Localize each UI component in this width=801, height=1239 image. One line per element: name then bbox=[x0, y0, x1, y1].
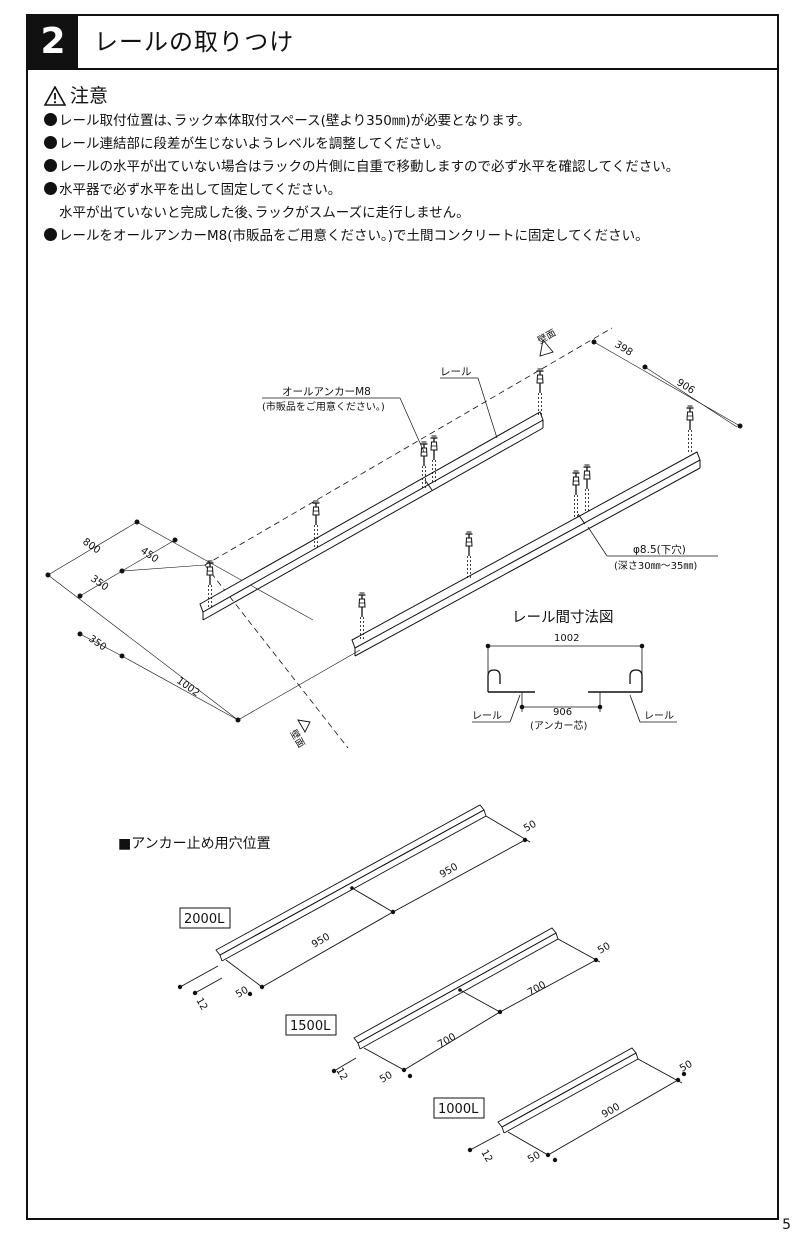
dim-label: 350 bbox=[88, 573, 110, 593]
dim-label: 50 bbox=[526, 1150, 543, 1166]
dim-label: 906 bbox=[553, 707, 572, 718]
step-title: レールの取りつけ bbox=[94, 28, 295, 56]
dim-label: 12 bbox=[333, 1066, 349, 1083]
caution-note: レール取付位置は､ラック本体取付スペース(壁より350㎜)が必要となります。 bbox=[44, 110, 774, 133]
anchor-hole-title: ■アンカー止め用穴位置 bbox=[118, 836, 271, 852]
anchor-bolt-icon bbox=[582, 464, 592, 514]
wall-line bbox=[204, 564, 349, 749]
layout-diagram bbox=[47, 327, 741, 749]
dim-label: 12 bbox=[478, 1148, 494, 1165]
caution-note-continuation: 水平が出ていないと完成した後､ラックがスムーズに走行しません。 bbox=[59, 205, 470, 221]
dim-label: 398 bbox=[612, 339, 634, 358]
bullet-icon bbox=[44, 159, 57, 172]
anchor-bolt-icon bbox=[571, 470, 581, 520]
dim-label: 450 bbox=[138, 545, 160, 565]
dim-note: (アンカー芯) bbox=[530, 719, 588, 732]
rail-1500L: 1500L 700 700 50 50 bbox=[285, 927, 613, 1086]
rail-length-label: 1500L bbox=[290, 1019, 331, 1034]
rail-length-label: 1000L bbox=[438, 1102, 479, 1117]
dim-label: 50 bbox=[678, 1059, 695, 1075]
dim-label: 950 bbox=[310, 932, 332, 951]
anchor-bolt-icon bbox=[464, 531, 474, 581]
caution-note: 水平器で必ず水平を出して固定してください。 bbox=[44, 179, 774, 202]
dim-label: 906 bbox=[674, 377, 696, 396]
step-number: 2 bbox=[28, 16, 78, 68]
step-header: 2 レールの取りつけ bbox=[28, 16, 777, 70]
dim-label: 1002 bbox=[554, 633, 579, 644]
caution-note: レール連結部に段差が生じないようレベルを調整してください。 bbox=[44, 133, 774, 156]
hole-depth-label: (深さ30㎜～35㎜) bbox=[614, 560, 697, 572]
hole-label: φ8.5(下穴) bbox=[633, 543, 686, 556]
rail-label: レール bbox=[440, 366, 472, 378]
bullet-icon bbox=[44, 113, 57, 126]
anchor-label: オールアンカーM8 bbox=[282, 386, 371, 398]
dim-label: 50 bbox=[522, 819, 539, 835]
rail-1000L: 1000L 900 50 50 12 bbox=[433, 1047, 695, 1166]
caution-note: レールをオールアンカーM8(市販品をご用意ください｡)で土間コンクリートに固定し… bbox=[44, 225, 774, 248]
bullet-icon bbox=[44, 182, 57, 195]
dim-label: 900 bbox=[600, 1102, 622, 1121]
wall-marker-icon bbox=[297, 338, 554, 733]
dim-label: 50 bbox=[234, 985, 251, 1001]
rail-spacing-title: レール間寸法図 bbox=[512, 609, 614, 626]
page-frame: 2 レールの取りつけ 注意 レール取付位置は､ラック本体取付スペース(壁より35… bbox=[26, 14, 779, 1220]
anchor-bolt-icon bbox=[685, 405, 695, 455]
wall-line bbox=[204, 327, 613, 566]
bullet-icon bbox=[44, 136, 57, 149]
caution-section: 注意 レール取付位置は､ラック本体取付スペース(壁より350㎜)が必要となります… bbox=[44, 82, 774, 248]
dim-label: 50 bbox=[378, 1070, 395, 1086]
dim-label: 700 bbox=[436, 1032, 458, 1051]
wall-label: 壁面 bbox=[536, 327, 558, 347]
anchor-bolt-icon bbox=[535, 368, 545, 418]
anchor-label-note: (市販品をご用意ください｡) bbox=[262, 400, 385, 413]
page-number: 5 bbox=[782, 1217, 791, 1233]
caution-note: レールの水平が出ていない場合はラックの片側に自重で移動しますので必ず水平を確認し… bbox=[44, 156, 774, 179]
dim-label: 350 bbox=[86, 633, 108, 653]
bullet-icon bbox=[44, 228, 57, 241]
rail-label: レール bbox=[644, 711, 674, 722]
dim-label: 50 bbox=[596, 941, 613, 957]
rail-2000L: 2000L 950 950 5 bbox=[177, 804, 539, 1013]
dim-label: 700 bbox=[526, 980, 548, 999]
rail-spacing-diagram: レール間寸法図 1002 906 (アンカー芯) bbox=[472, 609, 677, 732]
caution-title: 注意 bbox=[70, 85, 109, 107]
warning-icon bbox=[44, 86, 66, 106]
dim-label: 12 bbox=[193, 996, 209, 1013]
dim-label: 1002 bbox=[174, 675, 201, 699]
rail-label: レール bbox=[472, 711, 502, 722]
caution-heading: 注意 bbox=[44, 82, 774, 110]
dim-label: 800 bbox=[80, 536, 102, 556]
rail-length-label: 2000L bbox=[184, 912, 225, 927]
anchor-hole-section: ■アンカー止め用穴位置 2000L bbox=[118, 804, 695, 1166]
